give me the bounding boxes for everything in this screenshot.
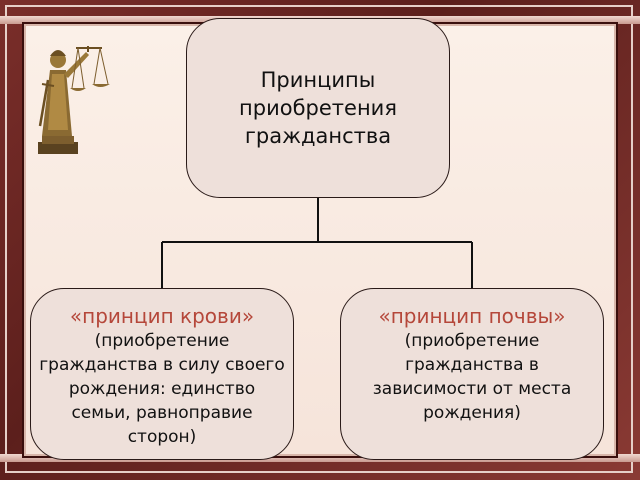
blood-principle-text: (приобретение гражданства в силу своего … bbox=[39, 331, 285, 447]
root-title: Принципы приобретения гражданства bbox=[239, 68, 397, 148]
frame-bottom-bar bbox=[0, 454, 640, 462]
node-soil-principle: «принцип почвы» (приобретение гражданств… bbox=[340, 288, 604, 460]
soil-principle-text: (приобретение гражданства в зависимости … bbox=[372, 331, 572, 423]
node-blood-principle: «принцип крови» (приобретение гражданств… bbox=[30, 288, 294, 460]
node-root-principles: Принципы приобретения гражданства bbox=[186, 18, 450, 198]
blood-principle-heading: «принцип крови» bbox=[69, 304, 255, 328]
soil-principle-heading: «принцип почвы» bbox=[378, 304, 566, 328]
frame-border bbox=[5, 5, 633, 473]
lady-justice-statue bbox=[38, 46, 110, 154]
